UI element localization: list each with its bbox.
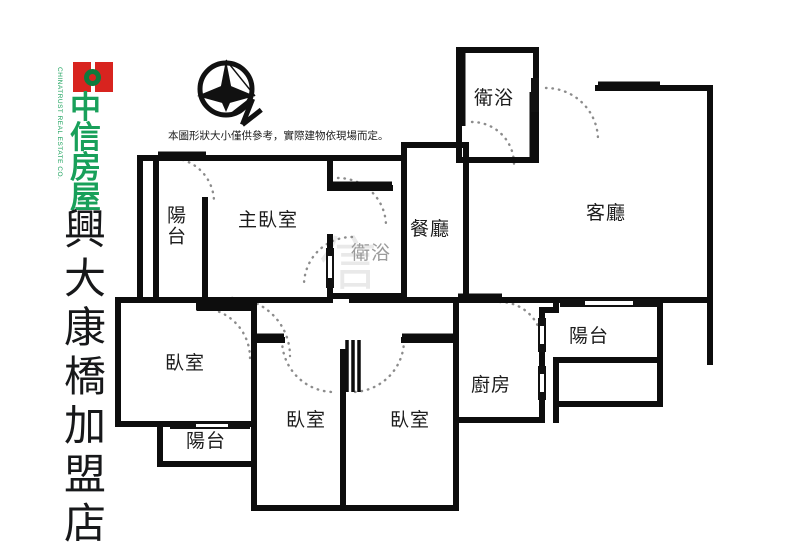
store-branch-name: 興 大 康 橋 加 盟 店: [57, 205, 113, 548]
brand-cn-char-3: 屋: [70, 180, 101, 216]
compass-north-icon: [197, 59, 263, 127]
disclaimer-text: 本圖形狀大小僅供參考，實際建物依現場而定。: [168, 130, 389, 142]
room-label-bathroom-top: 衛浴: [474, 87, 515, 109]
store-name-char-3: 橋: [63, 352, 106, 401]
room-label-balcony-master: 陽台: [164, 205, 186, 247]
store-name-char-4: 加: [63, 401, 106, 450]
room-label-bedroom-mid: 臥室: [286, 409, 327, 431]
brand-cn-char-0: 中: [70, 90, 101, 126]
room-label-living-room: 客廳: [586, 202, 627, 224]
wall-stubs: [158, 50, 660, 343]
sliding-doors: [345, 340, 361, 392]
walls: [115, 47, 713, 511]
store-name-char-5: 盟: [63, 450, 106, 499]
room-label-dining-room: 餐廳: [410, 218, 451, 240]
brand-name-en: CHINATRUST REAL ESTATE CO.: [56, 67, 63, 180]
store-name-char-6: 店: [63, 499, 106, 548]
room-label-balcony-bedroom: 陽台: [186, 430, 227, 452]
logo-flower-icon: [84, 69, 101, 86]
room-label-master-bedroom: 主臥室: [238, 209, 299, 231]
room-label-bedroom-left: 臥室: [165, 352, 206, 374]
chinatrust-logo-icon: [73, 62, 113, 92]
chinatrust-brand-block: CHINATRUST REAL ESTATE CO. 中 信 房 屋: [46, 62, 126, 214]
room-label-balcony-living: 陽台: [569, 325, 610, 347]
windows: [170, 78, 660, 429]
room-label-kitchen: 廚房: [471, 374, 512, 396]
room-label-bedroom-right: 臥室: [390, 409, 431, 431]
store-name-char-1: 大: [63, 254, 106, 303]
store-name-char-2: 康: [63, 303, 106, 352]
brand-cn-char-1: 信: [70, 120, 101, 156]
brand-name-cn: 中 信 房 屋: [70, 90, 116, 216]
room-label-bathroom-inner: 衛浴: [351, 242, 392, 264]
brand-cn-char-2: 房: [70, 150, 101, 186]
store-name-char-0: 興: [63, 205, 106, 254]
